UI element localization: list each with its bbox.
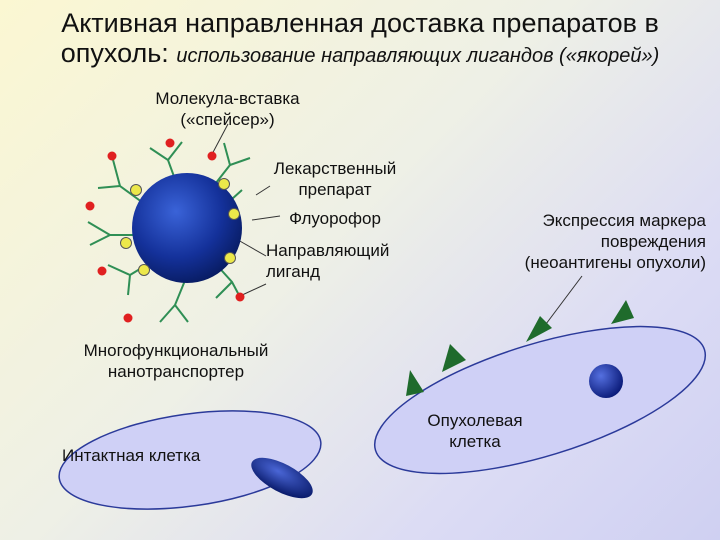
nanotransporter: [85, 138, 251, 323]
spacer-label: Молекула-вставка («спейсер»): [155, 89, 300, 129]
nanoparticle-core: [132, 173, 242, 283]
marker-expression-label: Экспрессия маркера повреждения (неоантиг…: [524, 211, 706, 272]
targeting-ligand-label: Направляющий лиганд: [266, 241, 390, 281]
marker-callout-line: [545, 275, 583, 325]
drug-callout-line: [255, 185, 271, 196]
drug-label: Лекарственный препарат: [273, 159, 397, 199]
intact-cell-nucleus: [251, 457, 313, 499]
title-line-2-subtitle: использование направляющих лигандов («як…: [176, 45, 660, 67]
fluorophore-callout-line: [251, 215, 281, 221]
ligand-callout-line-1: [237, 239, 267, 257]
fluorophores: [120, 178, 240, 276]
tumor-cell-label: Опухолевая клетка: [427, 411, 523, 451]
tumor-cell: [373, 300, 707, 475]
intact-cell: [58, 410, 322, 510]
page-title: Активная направленная доставка препарато…: [0, 8, 720, 71]
intact-cell-label: Интактная клетка: [62, 446, 201, 465]
title-line-2-main: опухоль:: [60, 38, 169, 68]
ligand-callout-line-2: [239, 283, 267, 297]
fluorophore-label: Флуорофор: [289, 209, 381, 228]
nanotransporter-label: Многофункциональный нанотранспортер: [83, 341, 269, 381]
targeting-ligands: [85, 138, 245, 323]
tumor-cell-nucleus: [589, 364, 623, 398]
title-line-1: Активная направленная доставка препарато…: [61, 8, 659, 38]
tumor-marker-antigens: [406, 300, 634, 396]
